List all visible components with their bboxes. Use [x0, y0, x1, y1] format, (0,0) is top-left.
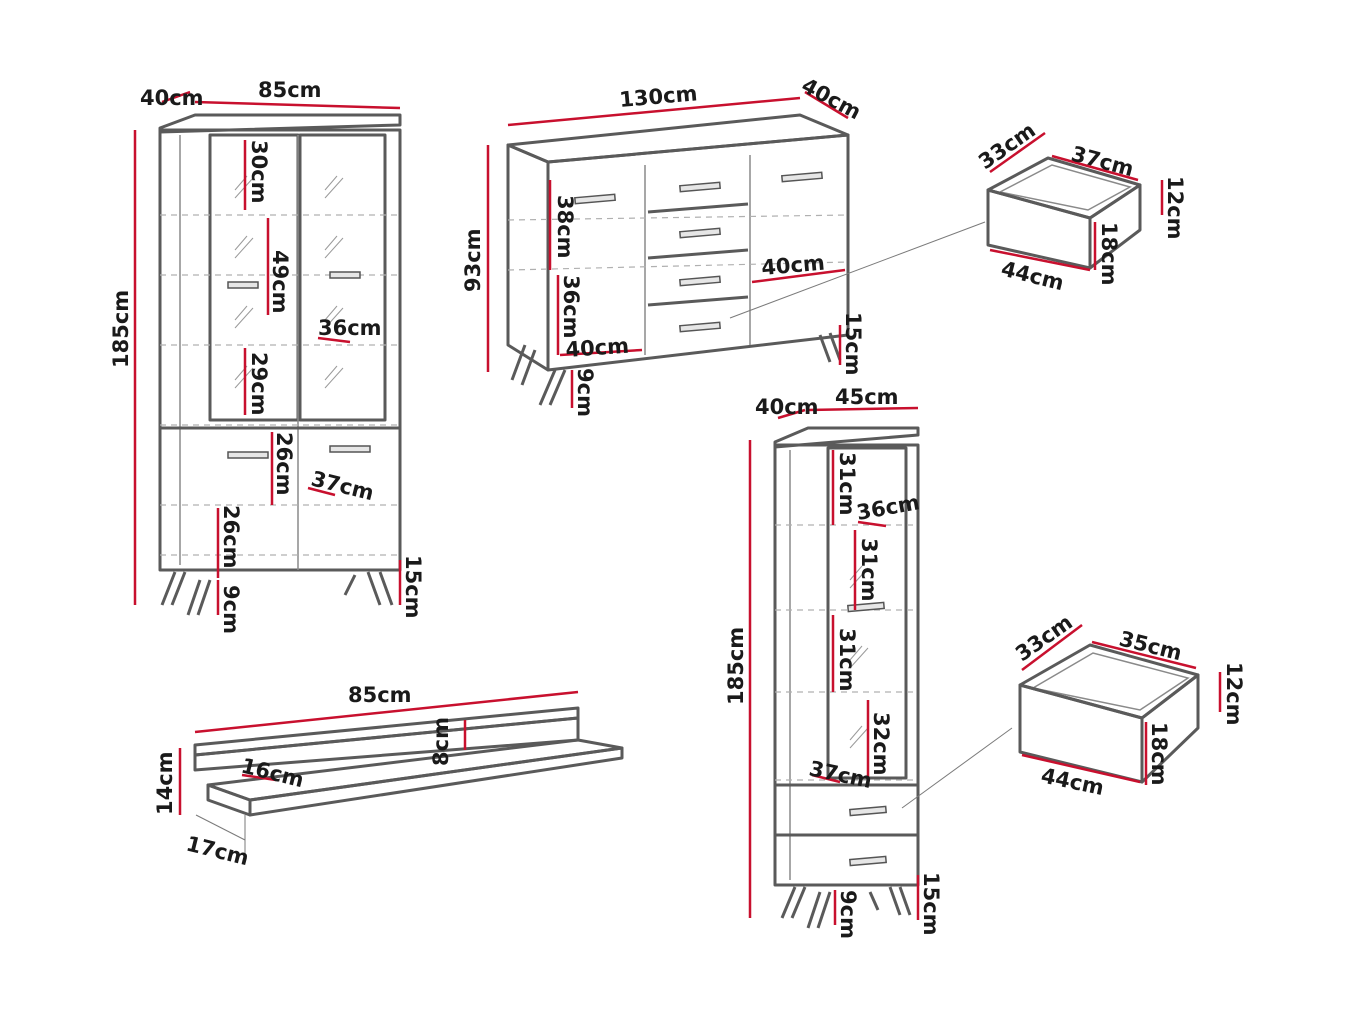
- tall-cabinet-legs-label: 15cm: [919, 872, 943, 936]
- sideboard-leg-gap-label: 9cm: [573, 368, 597, 417]
- sideboard-width-label: 130cm: [618, 81, 698, 112]
- vitrine-shelf-top-label: 30cm: [247, 140, 271, 204]
- vitrine-height-label: 185cm: [109, 290, 133, 368]
- vitrine-width-label: 85cm: [258, 78, 322, 102]
- sideboard-inner-depth-right-label: 40cm: [760, 251, 825, 280]
- shelf-height-label: 14cm: [153, 751, 177, 815]
- tall-cabinet-s3-label: 31cm: [835, 628, 859, 692]
- vitrine-shelf-mid-label: 49cm: [268, 250, 292, 314]
- drawer-large-front-height-label: 18cm: [1147, 722, 1171, 786]
- vitrine-cabinet: [133, 90, 402, 616]
- shelf-back-height-label: 8cm: [429, 717, 453, 766]
- tall-cabinet-drawer-depth-label: 37cm: [807, 756, 874, 793]
- sideboard-upper-height-label: 38cm: [553, 195, 577, 259]
- vitrine-drawer-height-label: 26cm: [272, 432, 296, 496]
- vitrine-drawer-depth-label: 37cm: [309, 467, 376, 506]
- sideboard: [486, 90, 986, 408]
- shelf-width-label: 85cm: [348, 683, 412, 707]
- vitrine-labels: 40cm 85cm 185cm 30cm 49cm 29cm 36cm 26cm…: [109, 78, 425, 634]
- vitrine-door-height-label: 26cm: [219, 505, 243, 569]
- tall-cabinet-s4-label: 32cm: [869, 712, 893, 776]
- shelf-depth-label: 17cm: [184, 832, 251, 871]
- drawer-large-width-label: 35cm: [1117, 627, 1184, 666]
- drawer-large-front-width-label: 44cm: [1039, 763, 1106, 800]
- wall-shelf: [178, 690, 624, 855]
- drawer-large-labels: 33cm 35cm 12cm 18cm 44cm: [1011, 610, 1246, 800]
- drawer-small-side-height-label: 12cm: [1163, 176, 1187, 240]
- sideboard-legs-label: 15cm: [841, 312, 865, 376]
- sideboard-lower-height-label: 36cm: [559, 275, 583, 339]
- tall-cabinet-s2-label: 31cm: [857, 538, 881, 602]
- tall-cabinet: [748, 406, 1013, 929]
- vitrine-width-line: [194, 100, 401, 110]
- tall-cabinet-leg-gap-label: 9cm: [836, 890, 860, 939]
- vitrine-inner-depth-label: 36cm: [318, 316, 382, 340]
- tall-cabinet-labels: 40cm 45cm 185cm 31cm 31cm 31cm 32cm 36cm…: [724, 385, 943, 939]
- drawer-small-depth-label: 33cm: [974, 118, 1040, 174]
- vitrine-depth-label: 40cm: [140, 86, 204, 110]
- sideboard-inner-depth-left-label: 40cm: [565, 334, 630, 362]
- drawer-small-labels: 33cm 37cm 12cm 18cm 44cm: [974, 118, 1187, 295]
- vitrine-leg-gap-label: 9cm: [219, 585, 243, 634]
- drawer-large-side-height-label: 12cm: [1222, 662, 1246, 726]
- tall-cabinet-height-label: 185cm: [724, 627, 748, 705]
- sideboard-height-label: 93cm: [461, 228, 485, 292]
- shelf-inner-depth-label: 16cm: [239, 754, 306, 793]
- drawer-small: [986, 131, 1164, 272]
- drawer-small-front-height-label: 18cm: [1097, 222, 1121, 286]
- sideboard-depth-label: 40cm: [798, 73, 865, 124]
- vitrine-depth-line: [161, 90, 191, 104]
- vitrine-shelf-low-label: 29cm: [247, 352, 271, 416]
- drawer-large: [1018, 624, 1222, 785]
- tall-cabinet-width-label: 45cm: [835, 385, 899, 409]
- tall-cabinet-inner-depth-label: 36cm: [855, 490, 922, 525]
- vitrine-legs-label: 15cm: [401, 555, 425, 619]
- tall-cabinet-s1-label: 31cm: [835, 452, 859, 516]
- tall-cabinet-depth-label: 40cm: [755, 395, 819, 419]
